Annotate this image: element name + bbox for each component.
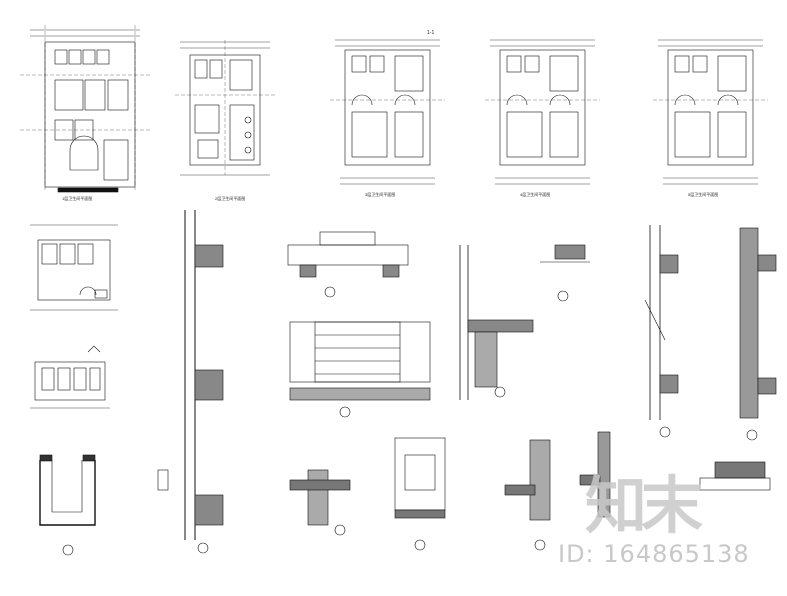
plan-3-title: 3层卫生间平面图 xyxy=(365,191,395,197)
detail-bottom-c xyxy=(504,439,551,551)
pit-section-detail xyxy=(39,454,96,556)
detail-4-window xyxy=(289,321,431,418)
plan-4-title: 4层卫生间平面图 xyxy=(520,191,550,197)
detail-bottom-b xyxy=(394,437,446,551)
detail-3-section xyxy=(459,245,534,400)
detail-bottom-e xyxy=(699,461,771,491)
floor-plan-2 xyxy=(175,40,275,176)
plan-2-title: 2层卫生间平面图 xyxy=(215,195,245,201)
plan-1-title: 1层卫生间平面图 xyxy=(62,195,92,201)
detail-7-section xyxy=(739,227,777,441)
watermark-brand: 知末 xyxy=(585,469,703,542)
sheet-label: 1-1 xyxy=(427,30,434,36)
detail-5 xyxy=(540,244,590,302)
plan-5-title: 5层卫生间平面图 xyxy=(688,191,718,197)
floor-plan-1 xyxy=(20,25,150,193)
detail-bottom-d xyxy=(579,431,611,518)
watermark-id: ID: 164865138 xyxy=(558,540,750,568)
floor-plan-3 xyxy=(330,39,445,185)
urinal-elevation xyxy=(30,345,110,409)
detail-6-section xyxy=(644,225,679,438)
detail-bottom-a xyxy=(289,469,351,536)
wall-section-tall xyxy=(157,210,224,554)
restroom-plan-small xyxy=(30,224,118,311)
floor-plan-4 xyxy=(485,39,600,185)
detail-2 xyxy=(287,231,409,298)
floor-plan-5 xyxy=(653,39,768,185)
